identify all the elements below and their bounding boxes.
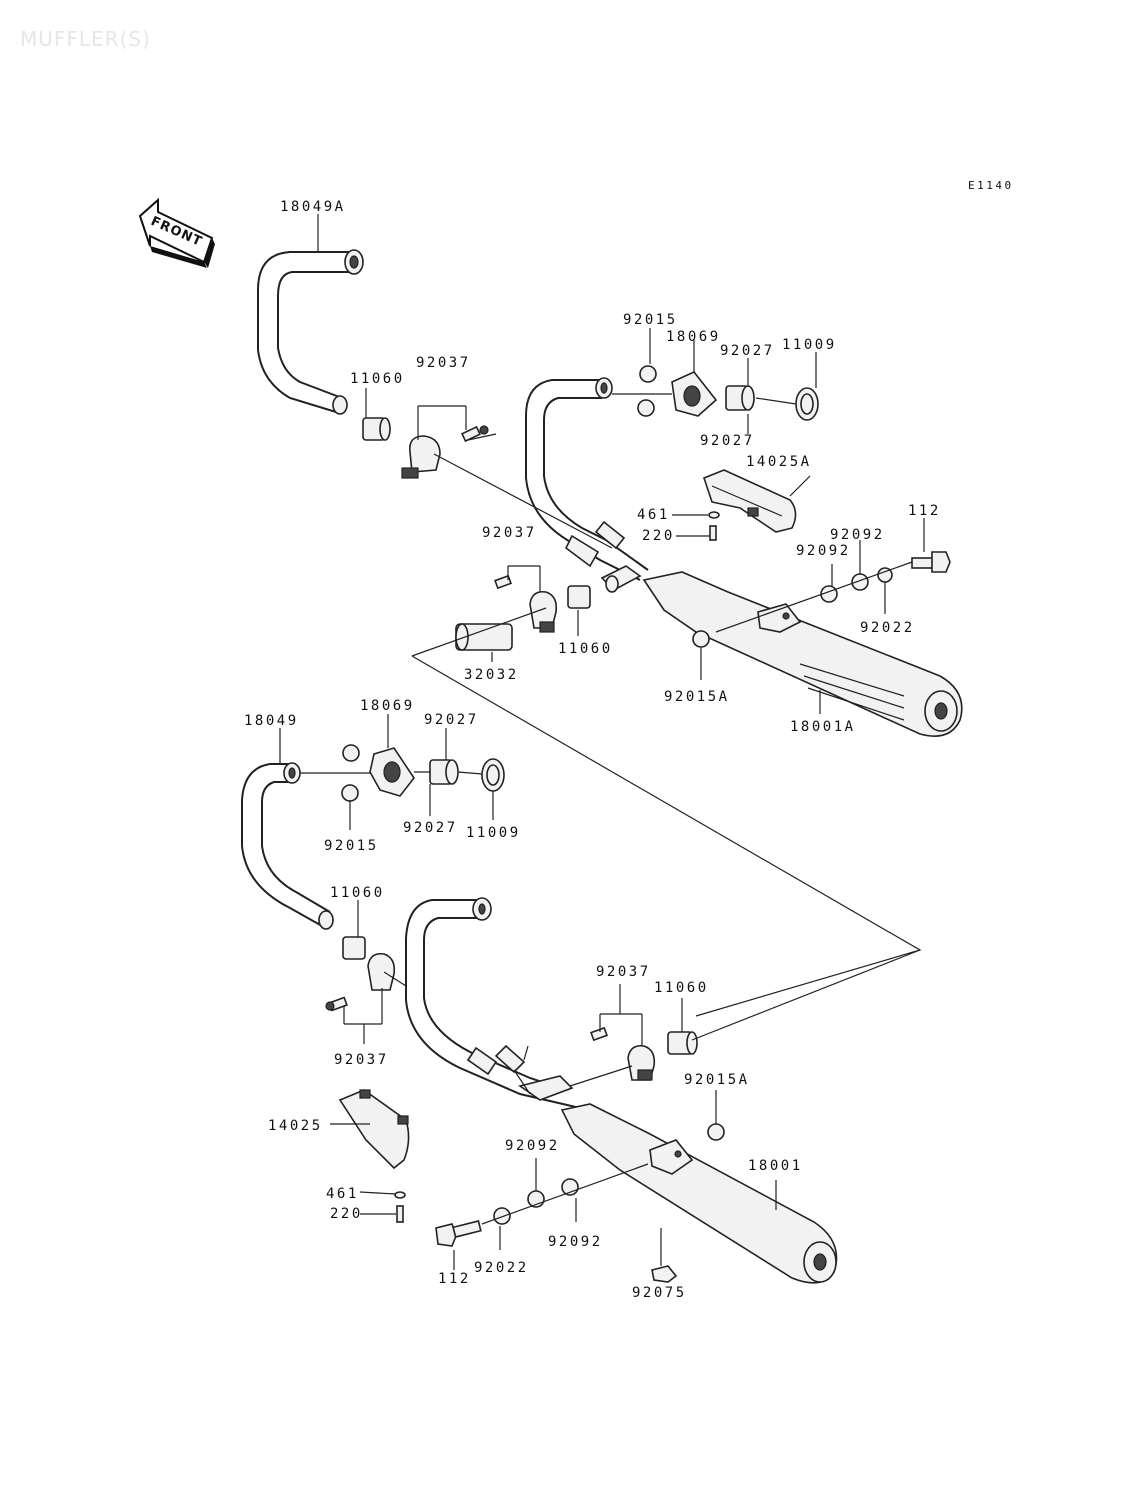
label-112-lower: 112 (438, 1271, 471, 1287)
label-220-lower: 220 (330, 1206, 363, 1222)
label-461-upper: 461 (637, 507, 670, 523)
muffler-18001A (642, 571, 963, 737)
label-18069-lower: 18069 (360, 698, 415, 714)
label-92022-lower: 92022 (474, 1260, 529, 1276)
label-92027-lower-b: 92027 (403, 820, 458, 836)
label-92015-upper: 92015 (623, 312, 678, 328)
exhaust-pipe-18049A (257, 249, 364, 415)
muffler-18001 (560, 1103, 838, 1284)
label-92037-upper-a: 92037 (416, 355, 471, 371)
label-18001A: 18001A (790, 719, 856, 735)
label-11060-lower-a: 11060 (330, 885, 385, 901)
label-11060-upper-b: 11060 (558, 641, 613, 657)
label-92037-lower-b: 92037 (596, 964, 651, 980)
label-92092-lower-a: 92092 (505, 1138, 560, 1154)
mount-hardware-lower (435, 1123, 725, 1283)
label-92092-upper-b: 92092 (796, 543, 851, 559)
label-112-upper: 112 (908, 503, 941, 519)
label-18049A: 18049A (280, 199, 346, 215)
front-arrow-icon: FRONT (138, 197, 215, 268)
label-14025: 14025 (268, 1118, 323, 1134)
heat-guard-14025A (703, 469, 797, 541)
leader-lines-lower (279, 714, 921, 1270)
flange-18069-upper (637, 365, 819, 421)
label-92027-upper-b: 92027 (700, 433, 755, 449)
label-11009-lower: 11009 (466, 825, 521, 841)
label-92015A-lower: 92015A (684, 1072, 750, 1088)
exhaust-pipe-upper-right (525, 377, 649, 593)
clamp-92037-lower-left (325, 936, 396, 1012)
label-92075: 92075 (632, 1285, 687, 1301)
label-461-lower: 461 (326, 1186, 359, 1202)
upper-assembly: 18049A 11060 92037 92015 18069 92027 110… (257, 199, 963, 1017)
label-18049: 18049 (244, 713, 299, 729)
lower-assembly: 18049 18069 92027 92015 92027 11009 1106… (241, 698, 921, 1301)
label-220-upper: 220 (642, 528, 675, 544)
label-11060-lower-b: 11060 (654, 980, 709, 996)
label-92037-lower-a: 92037 (334, 1052, 389, 1068)
exhaust-pipe-lower-right (405, 897, 581, 1109)
watermark: MUFFLER(S) (20, 27, 151, 51)
diagram-code: E1140 (968, 179, 1014, 192)
label-92015-lower: 92015 (324, 838, 379, 854)
label-18069-upper: 18069 (666, 329, 721, 345)
clamp-92037-lower-right (590, 1026, 698, 1081)
flange-18069-lower (300, 744, 505, 802)
label-92027-upper-a: 92027 (720, 343, 775, 359)
exhaust-pipe-18049 (241, 762, 334, 930)
clamp-92037-upper-right (455, 574, 591, 651)
label-92022-upper: 92022 (860, 620, 915, 636)
leader-lines-upper (317, 214, 925, 1017)
label-92015A-upper: 92015A (664, 689, 730, 705)
clamp-92037-upper-left (401, 425, 489, 479)
mount-hardware-upper (692, 551, 951, 648)
label-11009-upper: 11009 (782, 337, 837, 353)
label-32032: 32032 (464, 667, 519, 683)
label-11060-upper-a: 11060 (350, 371, 405, 387)
label-92037-upper-b: 92037 (482, 525, 537, 541)
label-14025A: 14025A (746, 454, 812, 470)
label-92027-lower-a: 92027 (424, 712, 479, 728)
label-92092-upper-a: 92092 (830, 527, 885, 543)
heat-guard-14025 (338, 1089, 410, 1223)
label-92092-lower-b: 92092 (548, 1234, 603, 1250)
label-18001: 18001 (748, 1158, 803, 1174)
gasket-11060-upper (362, 417, 391, 441)
